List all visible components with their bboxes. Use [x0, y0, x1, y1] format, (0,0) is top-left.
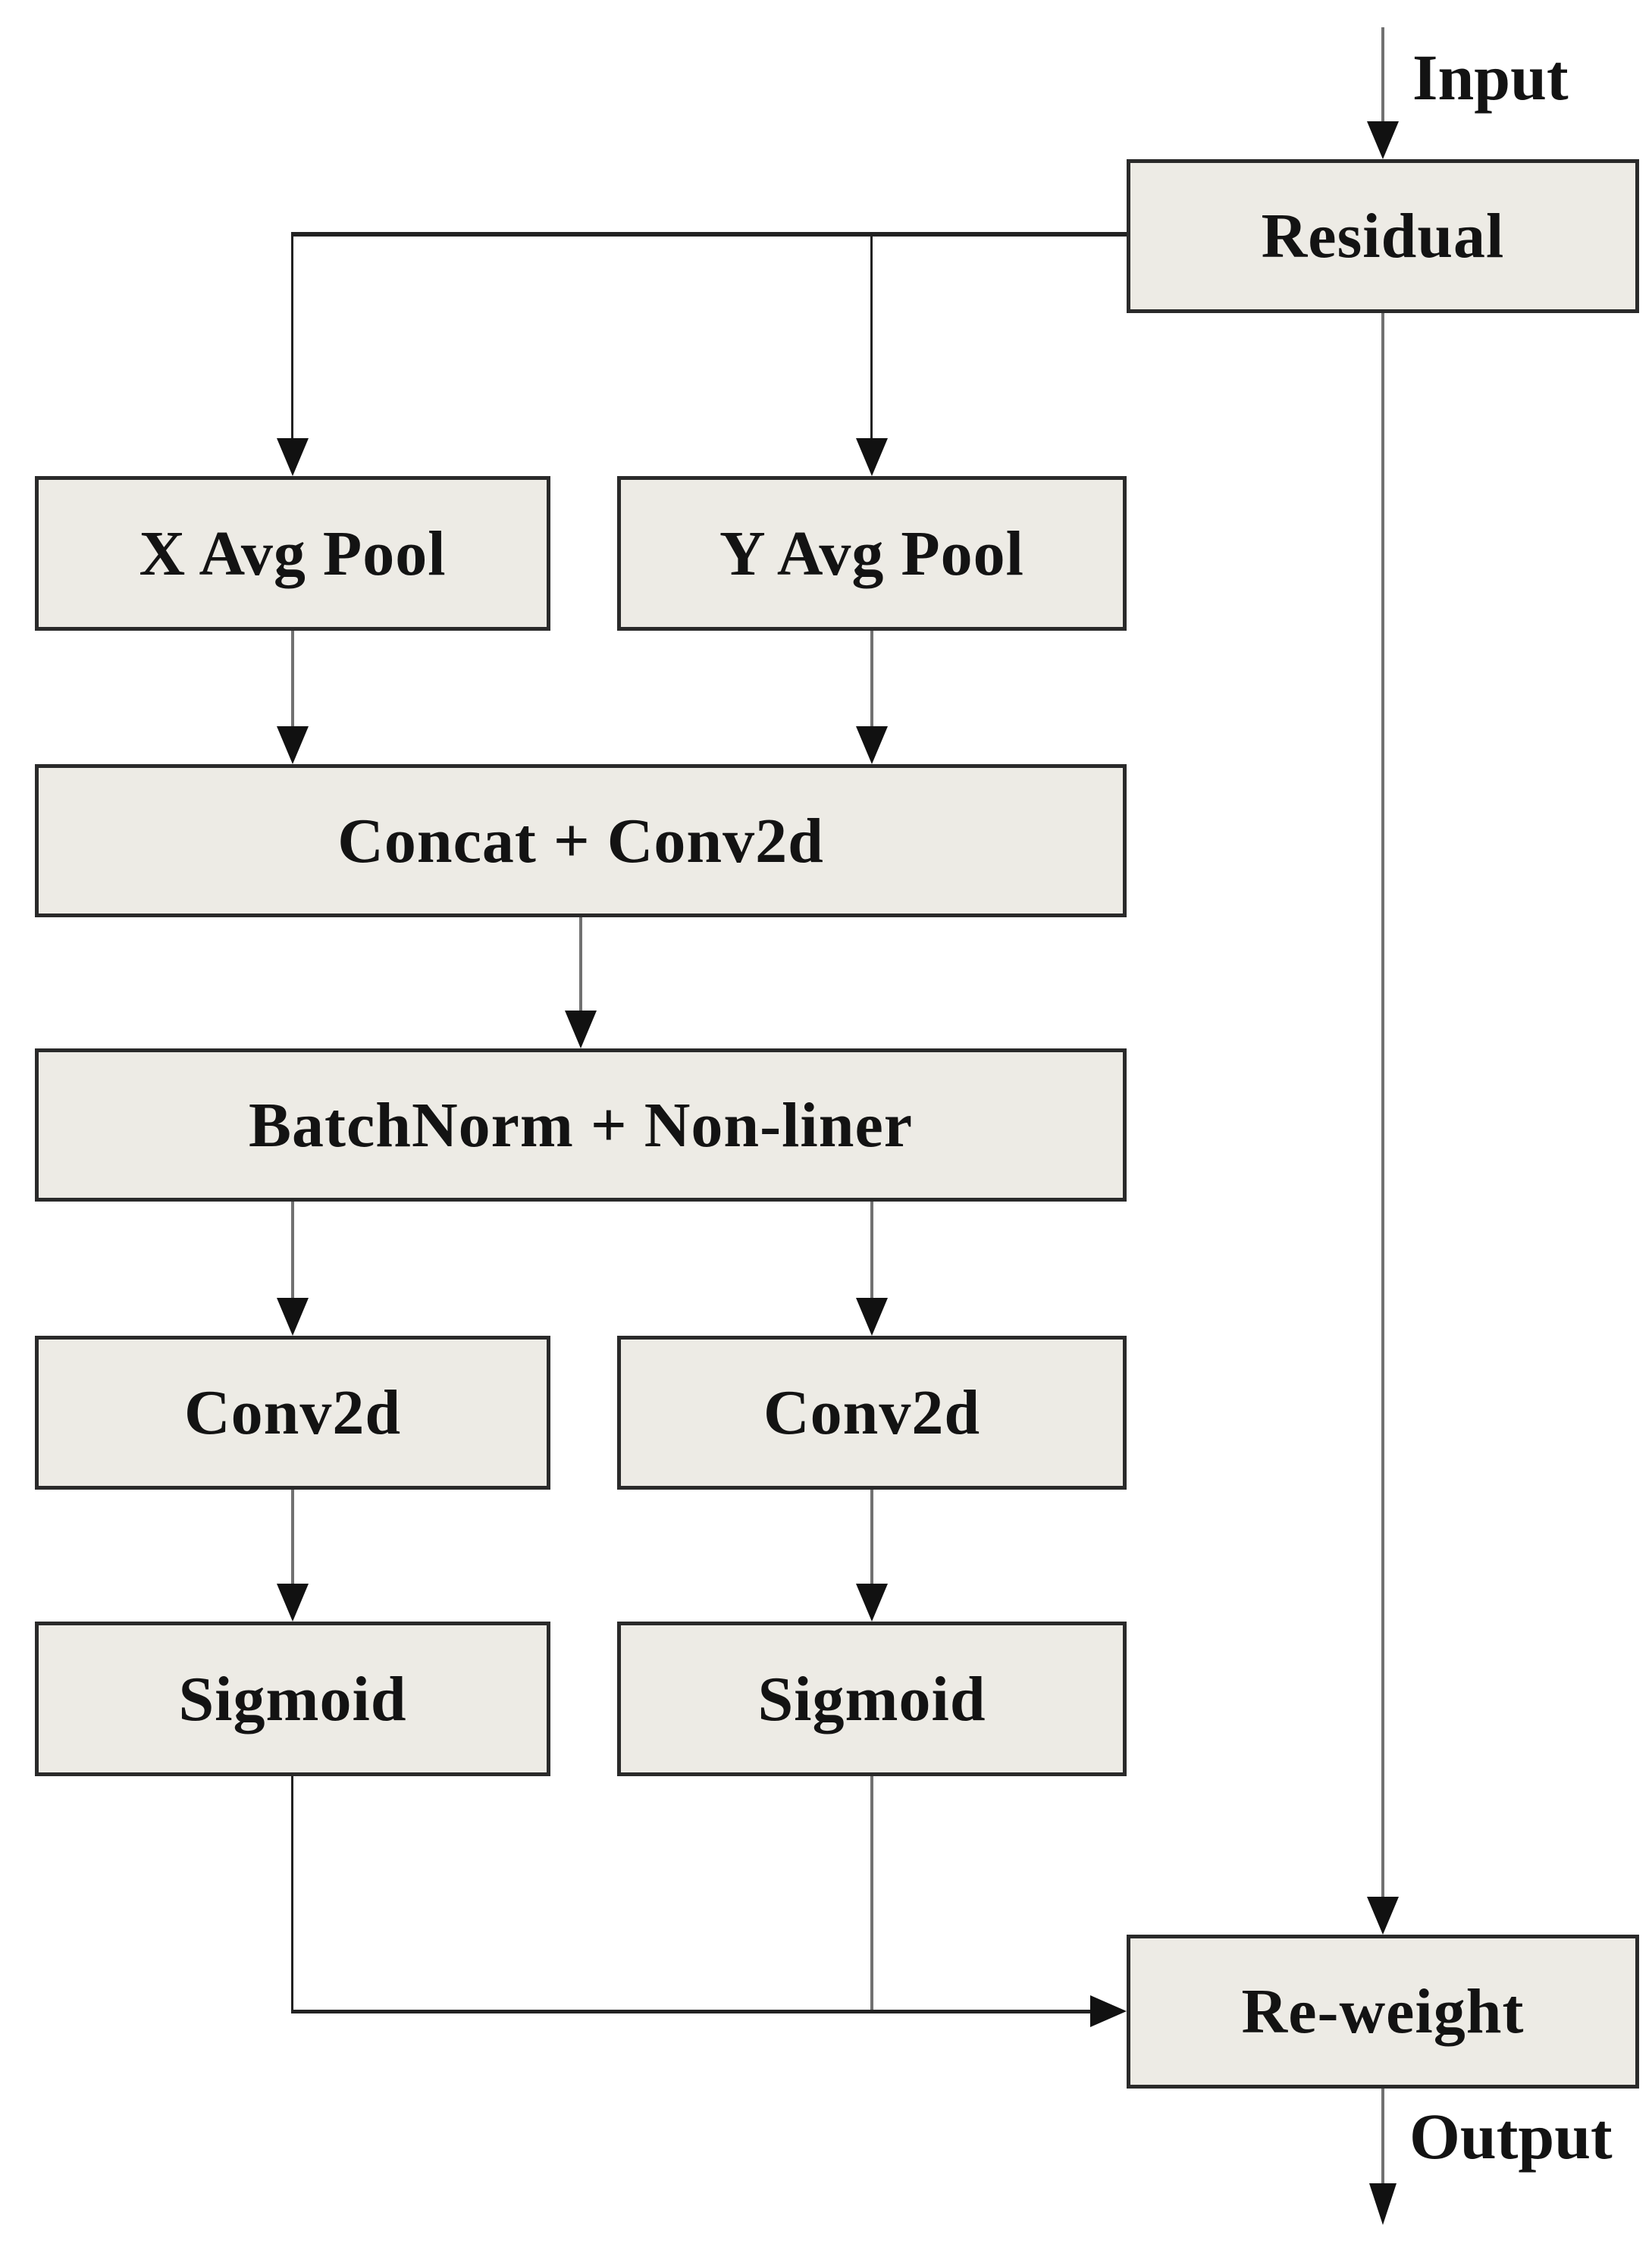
node-batchnorm-nonliner-label: BatchNorm + Non-liner — [248, 1089, 914, 1161]
xpool-to-concat-line — [291, 631, 294, 731]
node-concat-conv2d: Concat + Conv2d — [35, 764, 1127, 917]
node-x-avg-pool: X Avg Pool — [35, 476, 550, 631]
node-residual-label: Residual — [1261, 201, 1505, 271]
node-conv2d-right-label: Conv2d — [763, 1377, 981, 1448]
input-arrowhead-icon — [1367, 121, 1399, 159]
input-label: Input — [1412, 41, 1569, 114]
input-line — [1381, 27, 1384, 126]
node-sigmoid-right-label: Sigmoid — [757, 1663, 986, 1735]
concat-to-batchnorm-line — [579, 917, 582, 1014]
output-line — [1381, 2089, 1384, 2186]
merge-line — [291, 2010, 1092, 2013]
concat-right-arrowhead-icon — [856, 726, 888, 764]
node-conv2d-right: Conv2d — [617, 1336, 1127, 1490]
concat-left-arrowhead-icon — [277, 726, 309, 764]
batchnorm-to-convright-line — [870, 1202, 873, 1302]
batchnorm-to-convleft-line — [291, 1202, 294, 1302]
output-arrowhead-icon — [1369, 2183, 1397, 2225]
node-conv2d-left-label: Conv2d — [183, 1377, 402, 1448]
xpool-arrowhead-icon — [277, 438, 309, 476]
residual-skip-line — [1381, 313, 1384, 1898]
sigmoidleft-arrowhead-icon — [277, 1584, 309, 1622]
residual-to-ypool-line — [870, 232, 873, 444]
node-re-weight: Re-weight — [1127, 1935, 1639, 2089]
convright-arrowhead-icon — [856, 1298, 888, 1336]
sigmoidleft-down-line — [291, 1776, 293, 2013]
residual-branch-line — [291, 232, 1127, 237]
ypool-arrowhead-icon — [856, 438, 888, 476]
residual-to-xpool-line — [291, 232, 293, 444]
node-concat-conv2d-label: Concat + Conv2d — [337, 805, 824, 876]
node-y-avg-pool: Y Avg Pool — [617, 476, 1127, 631]
node-x-avg-pool-label: X Avg Pool — [139, 518, 447, 589]
reweight-top-arrowhead-icon — [1367, 1897, 1399, 1935]
node-re-weight-label: Re-weight — [1241, 1976, 1525, 2047]
node-sigmoid-left: Sigmoid — [35, 1622, 550, 1776]
node-residual: Residual — [1127, 159, 1639, 313]
node-sigmoid-left-label: Sigmoid — [178, 1663, 407, 1735]
node-sigmoid-right: Sigmoid — [617, 1622, 1127, 1776]
ypool-to-concat-line — [870, 631, 873, 731]
sigmoidright-down-line — [870, 1776, 873, 2010]
output-label: Output — [1409, 2100, 1613, 2173]
node-batchnorm-nonliner: BatchNorm + Non-liner — [35, 1048, 1127, 1202]
node-conv2d-left: Conv2d — [35, 1336, 550, 1490]
convright-to-sigmoid-line — [870, 1490, 873, 1588]
convleft-to-sigmoid-line — [291, 1490, 294, 1588]
reweight-left-arrowhead-icon — [1090, 1995, 1127, 2027]
convleft-arrowhead-icon — [277, 1298, 309, 1336]
node-y-avg-pool-label: Y Avg Pool — [719, 518, 1024, 589]
batchnorm-arrowhead-icon — [565, 1011, 597, 1048]
sigmoidright-arrowhead-icon — [856, 1584, 888, 1622]
